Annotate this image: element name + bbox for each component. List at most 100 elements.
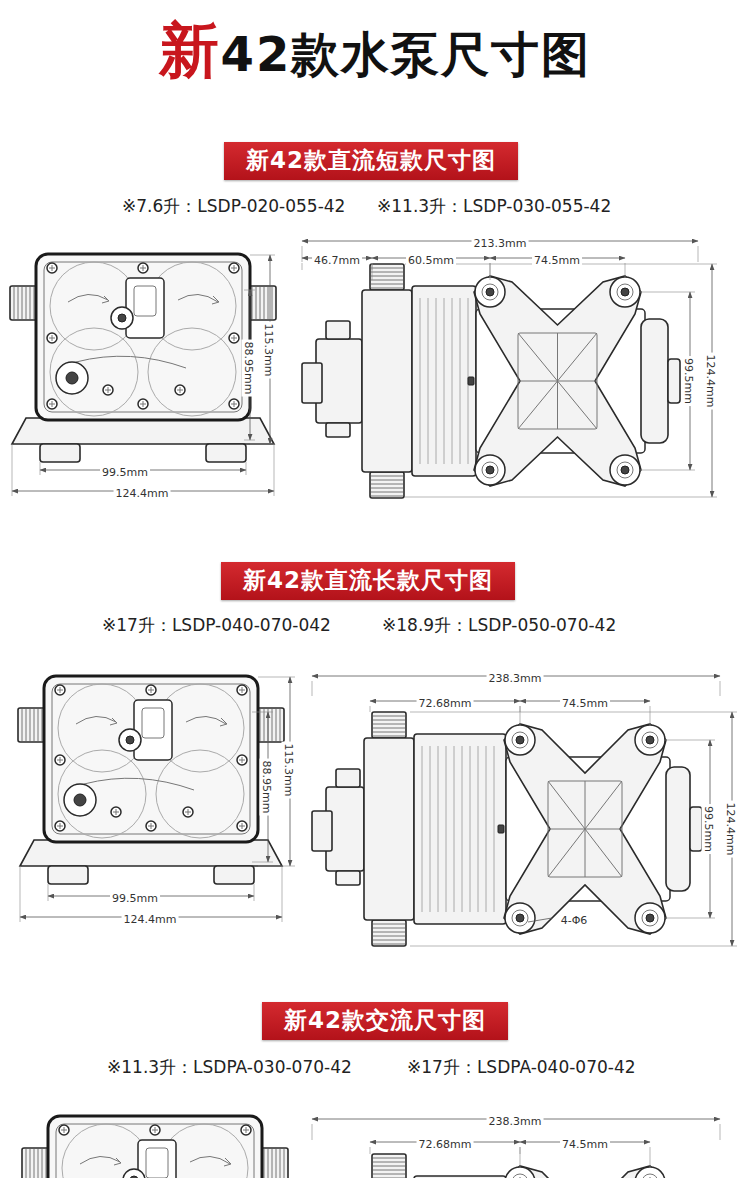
thread-line [22,709,23,741]
pump-foot [40,444,80,462]
thread-line [373,1162,405,1163]
model-number: ※11.3升：LSDP-030-055-42 [375,196,613,216]
thread-line [371,496,403,497]
extension-line [665,918,715,919]
screw-slot [242,687,243,693]
thread-line [30,709,31,741]
extension-line [520,1147,521,1168]
thread-line [14,287,15,319]
thread-line [373,720,405,721]
section-banner: 新42款直流长款尺寸图 [221,562,515,600]
dimension-label: 238.3mm [487,672,544,685]
dimension-label: 88.95mm [260,759,273,816]
screw [55,685,65,695]
mounting-hole-boss [505,903,535,933]
extension-line [312,681,313,696]
mounting-hole [512,732,528,748]
label-holder: ※11.3升：LSDP-030-055-42 [375,196,613,216]
leader-line [528,918,552,922]
diaphragm-chamber [156,750,244,838]
screw-slot [116,809,117,815]
label-holder: ※17升：LSDPA-040-070-42 [405,1057,638,1077]
screw-slot [234,265,235,271]
flow-arrow [110,718,117,725]
switch-cover [142,708,164,738]
screw-slot [155,1127,156,1133]
extension-line [720,1124,721,1140]
flow-arrow [220,718,227,726]
screw [59,1125,69,1135]
diaphragm-chamber [50,328,138,416]
housing-rib [494,746,495,912]
mounting-hole-boss [505,1167,535,1178]
mounting-bracket [474,276,641,486]
flow-arrow [224,1158,231,1166]
pump-front-view [10,254,276,462]
mounting-hole [617,284,633,300]
thread-line [373,736,405,737]
switch-boss [123,1169,145,1178]
mounting-hole [642,732,658,748]
thread-line [34,287,35,319]
thread-line [268,1149,269,1178]
mounting-bracket [504,1166,666,1178]
flow-arrow [102,296,109,303]
extension-line [372,263,373,280]
screw-slot [151,687,152,693]
screw-slot [52,401,53,407]
mounting-hole-boss [505,725,535,755]
screw [237,685,247,695]
thread-line [373,724,405,725]
mounting-hole-center [621,288,629,296]
extension-line [274,444,275,496]
thread-line [26,709,27,741]
mounting-hole-center [646,736,654,744]
mounting-hole-boss [635,725,665,755]
title-holder: 新42款水泵尺寸图 [0,14,750,86]
bracket-rib [548,829,622,830]
vent-pin [498,825,504,833]
model-number: ※7.6升：LSDP-020-055-42 [120,196,347,216]
housing-inner-edge [56,1124,254,1178]
thread-line [280,709,281,741]
label-holder: 115.3mm [261,322,280,379]
screw-slot [242,757,243,763]
extension-line [282,866,283,922]
bracket-rib [548,781,622,877]
screw-slot [188,809,189,815]
label-holder: 99.5mm [100,461,150,480]
thread-line [371,280,403,281]
thread-line [371,480,403,481]
dimension-label: 74.5mm [532,254,582,267]
housing-rib [470,746,471,912]
switch-plug [312,811,332,851]
mounting-hole-boss [610,455,640,485]
thread-line [371,268,403,269]
extension-line [625,263,626,278]
extension-line [410,946,737,947]
thread-line [373,732,405,733]
pump-housing [36,254,250,420]
extension-line [254,884,255,901]
housing-rib [446,746,447,912]
screw-slot [242,823,243,829]
label-holder: 124.4mm [723,801,742,858]
label-holder: 88.95mm [259,759,278,816]
switch-cap [336,769,360,787]
dimension-label: 88.95mm [242,340,255,397]
dimension-label: 74.5mm [560,697,610,710]
screw [138,399,148,409]
thread-line [272,1149,273,1178]
flow-arrow [68,294,108,302]
pump-foot [214,866,254,884]
mounting-hole-center [516,736,524,744]
screw-slot [180,387,181,393]
dimension-label: 124.4mm [114,487,171,500]
extension-line [698,246,699,262]
extension-line [410,712,737,713]
thread-line [373,1170,405,1171]
extension-line [250,255,275,256]
mounting-hole-boss [475,455,505,485]
screw [175,385,185,395]
switch-cap [326,423,350,437]
